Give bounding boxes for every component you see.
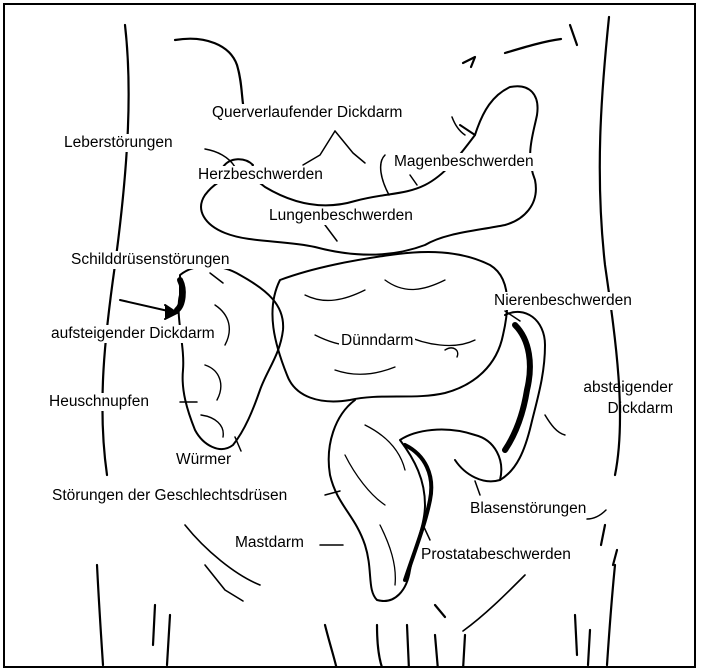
small-intestine [272,252,507,401]
label-descending-line-1: absteigender [583,379,673,396]
label-hay-fever: Heuschnupfen [47,393,151,411]
label-stomach: Magenbeschwerden [392,153,536,171]
label-transverse-colon: Querverlaufender Dickdarm [210,104,404,122]
label-lungs: Lungenbeschwerden [267,207,415,225]
label-worms: Würmer [174,451,233,469]
label-descending-line-2: Dickdarm [608,400,673,417]
ascending-colon [179,266,284,449]
label-ascending-colon: aufsteigender Dickdarm [49,325,217,343]
diagram-frame: Querverlaufender Dickdarm Leberstörungen… [3,3,696,668]
label-heart: Herzbeschwerden [196,166,325,184]
label-rectum: Mastdarm [233,534,306,552]
arrow [120,300,177,319]
label-descending-colon: absteigender Dickdarm [546,377,673,419]
label-kidneys: Nierenbeschwerden [492,292,634,310]
label-liver: Leberstörungen [62,134,175,152]
descending-colon [455,312,545,481]
label-prostate: Prostatabeschwerden [419,546,573,564]
label-thyroid: Schilddrüsenstörungen [69,251,232,269]
label-bladder: Blasenstörungen [468,500,588,518]
label-small-intestine: Dünndarm [339,332,415,350]
label-gonads: Störungen der Geschlechtsdrüsen [50,487,289,505]
